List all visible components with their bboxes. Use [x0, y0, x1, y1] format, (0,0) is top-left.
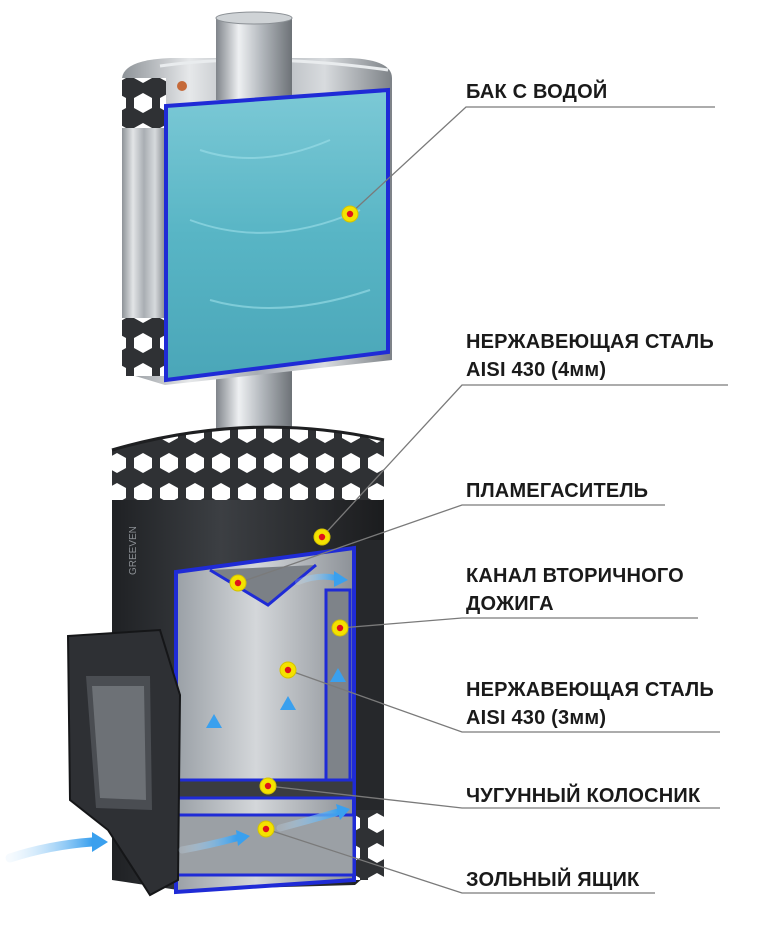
- label-stainless-3mm-line-2: AISI 430 (3мм): [466, 707, 607, 729]
- callout-markers: [229, 205, 359, 838]
- label-water-tank-line-1: БАК С ВОДОЙ: [466, 81, 608, 103]
- marker-steel-3mm: [279, 661, 297, 679]
- label-cast-iron-grate: ЧУГУННЫЙ КОЛОСНИК: [466, 782, 700, 810]
- fire-door: [66, 628, 182, 897]
- marker-ash-box: [257, 820, 275, 838]
- label-stainless-3mm-line-1: НЕРЖАВЕЮЩАЯ СТАЛЬ: [466, 679, 714, 701]
- label-flame-arrester: ПЛАМЕГАСИТЕЛЬ: [466, 477, 648, 505]
- brand-mark: GREEVEN: [128, 526, 139, 575]
- water-tank: [122, 40, 392, 385]
- label-stainless-4mm: НЕРЖАВЕЮЩАЯ СТАЛЬ AISI 430 (4мм): [466, 328, 714, 384]
- label-stainless-3mm: НЕРЖАВЕЮЩАЯ СТАЛЬ AISI 430 (3мм): [466, 676, 714, 732]
- marker-water-tank: [341, 205, 359, 223]
- chimney-pipe-top: [215, 11, 293, 25]
- tank-water: [164, 87, 390, 383]
- label-stainless-4mm-line-2: AISI 430 (4мм): [466, 359, 607, 381]
- stove-body: GREEVEN: [111, 425, 385, 895]
- label-flame-arrester-line-1: ПЛАМЕГАСИТЕЛЬ: [466, 480, 649, 502]
- airflow-arrows: [5, 571, 350, 863]
- label-secondary-channel-line-2: ДОЖИГА: [466, 593, 554, 615]
- marker-grate: [259, 777, 277, 795]
- callout-lines: [237, 106, 728, 894]
- label-ash-box: ЗОЛЬНЫЙ ЯЩИК: [466, 866, 639, 894]
- marker-secondary-channel: [331, 619, 349, 637]
- label-secondary-channel-line-1: КАНАЛ ВТОРИЧНОГО: [466, 565, 684, 587]
- label-ash-box-line-1: ЗОЛЬНЫЙ ЯЩИК: [466, 869, 640, 891]
- label-cast-iron-grate-line-1: ЧУГУННЫЙ КОЛОСНИК: [466, 785, 701, 807]
- label-secondary-channel: КАНАЛ ВТОРИЧНОГО ДОЖИГА: [466, 562, 684, 618]
- marker-steel-4mm: [313, 528, 331, 546]
- marker-flame-arrester: [229, 574, 247, 592]
- label-water-tank: БАК С ВОДОЙ: [466, 78, 607, 106]
- label-stainless-4mm-line-1: НЕРЖАВЕЮЩАЯ СТАЛЬ: [466, 331, 714, 353]
